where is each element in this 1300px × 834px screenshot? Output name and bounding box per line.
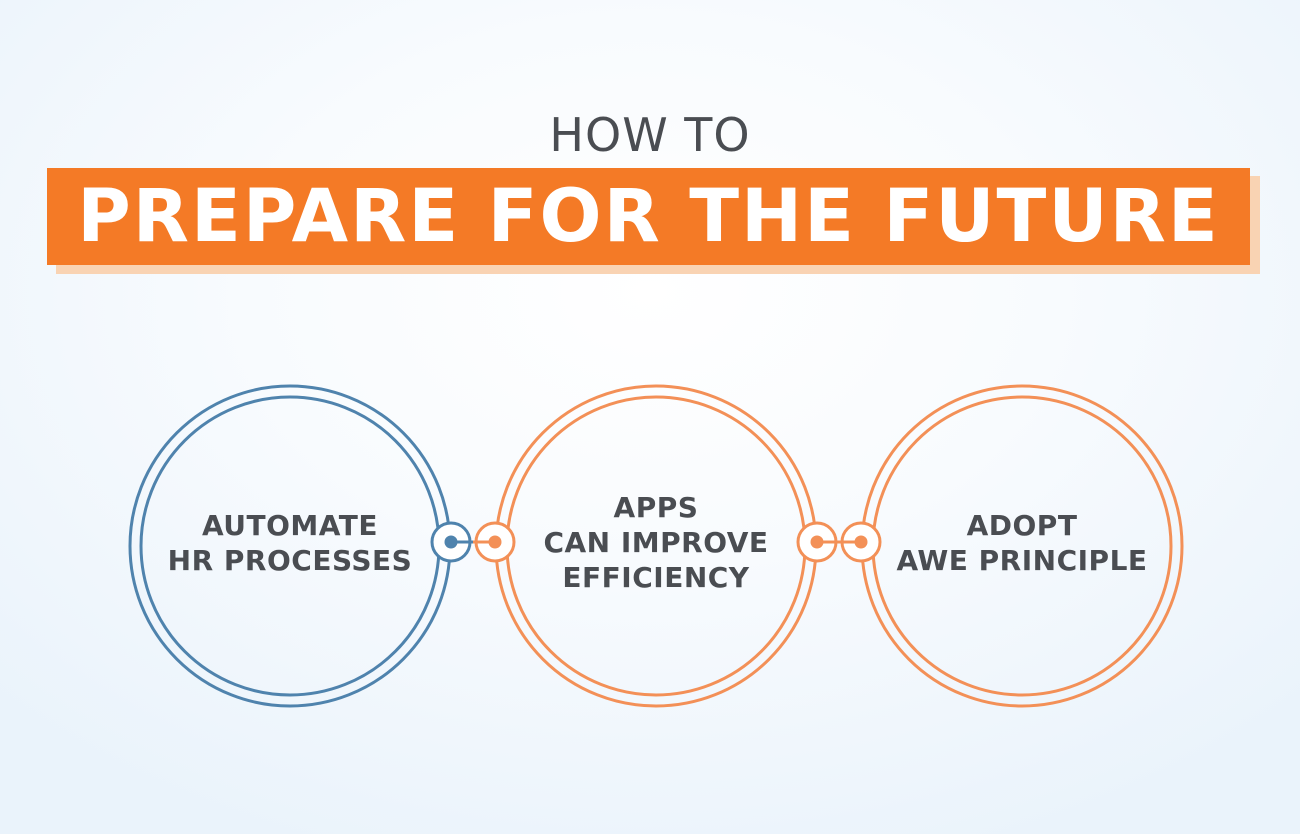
step-1-line-1: AUTOMATE	[201, 509, 379, 542]
step-3-line-2: AWE PRINCIPLE	[896, 544, 1148, 577]
page-title: PREPARE FOR THE FUTURE	[77, 174, 1220, 259]
title-banner: PREPARE FOR THE FUTURE	[47, 168, 1250, 265]
step-label-3: ADOPT AWE PRINCIPLE	[872, 508, 1172, 578]
heading-how-to: HOW TO	[549, 108, 751, 162]
step-1-line-2: HR PROCESSES	[167, 544, 413, 577]
step-3-line-1: ADOPT	[966, 509, 1078, 542]
step-2-line-2: CAN IMPROVE	[543, 526, 769, 559]
step-2-line-3: EFFICIENCY	[562, 561, 750, 594]
step-label-1: AUTOMATE HR PROCESSES	[140, 508, 440, 578]
step-label-2: APPS CAN IMPROVE EFFICIENCY	[506, 490, 806, 595]
connector-1-2	[430, 521, 516, 563]
step-2-line-1: APPS	[613, 491, 699, 524]
connector-2-3	[796, 521, 882, 563]
